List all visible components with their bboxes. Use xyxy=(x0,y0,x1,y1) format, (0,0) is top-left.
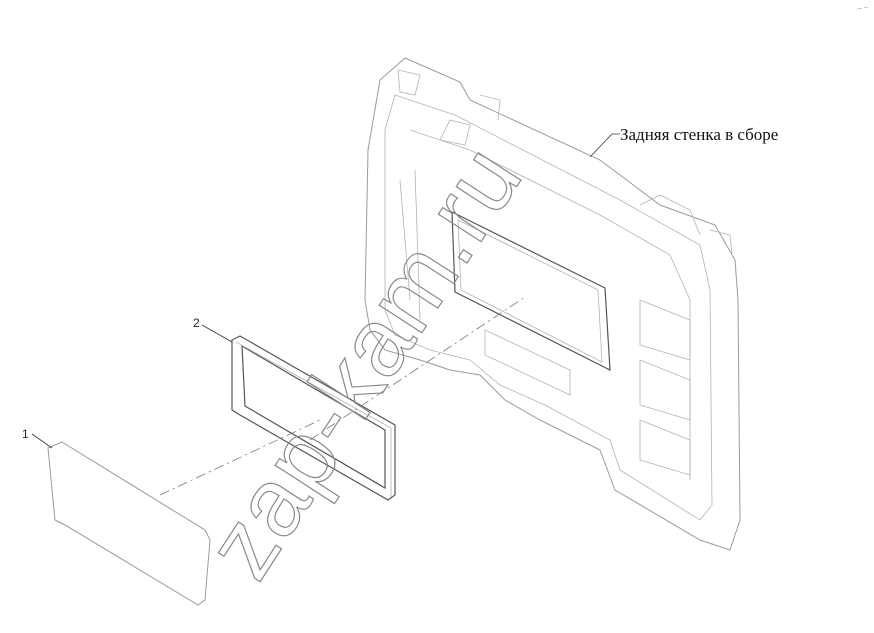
item-number-2: 2 xyxy=(193,316,200,330)
glass-pane-part-1 xyxy=(47,441,211,606)
rear-wall-assembly xyxy=(364,57,741,551)
corner-mark xyxy=(856,6,869,10)
item-number-1: 1 xyxy=(22,427,29,441)
leader-lines xyxy=(31,133,620,449)
assembly-callout-label: Задняя стенка в сборе xyxy=(620,125,778,144)
assembly-axis-lines xyxy=(159,296,526,496)
window-seal-part-2 xyxy=(231,335,396,501)
